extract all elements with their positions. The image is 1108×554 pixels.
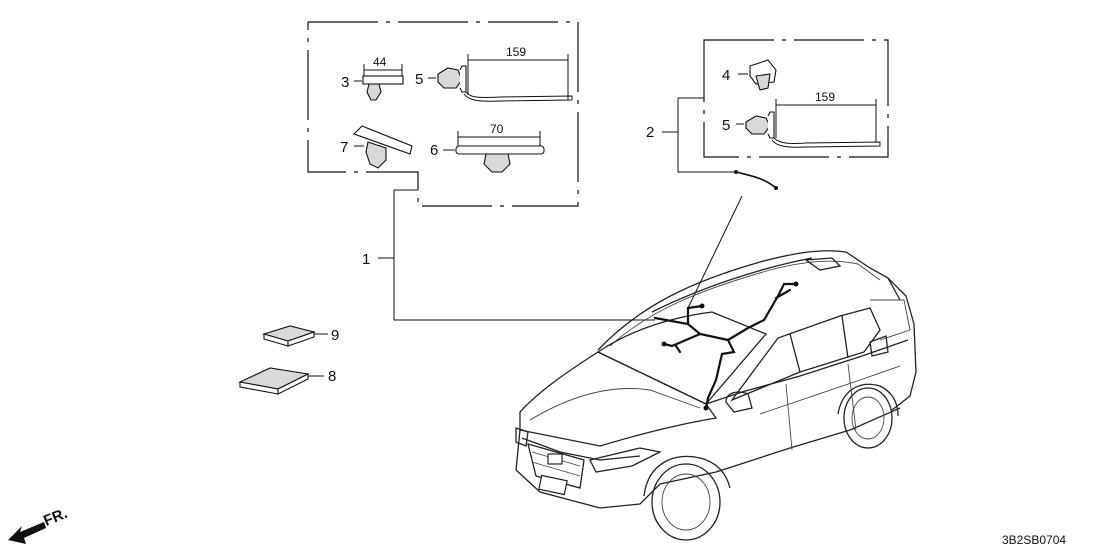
callout-3: 3 <box>341 74 349 91</box>
diagram-code: 3B2SB0704 <box>1002 533 1066 547</box>
part-4-connector <box>738 59 777 91</box>
callout-5-kit1: 5 <box>415 71 423 88</box>
leader-lines <box>378 97 778 321</box>
callout-7: 7 <box>340 139 348 156</box>
part-5-band-clip-2 <box>736 99 881 148</box>
part-9-pad <box>262 325 328 347</box>
part-3-clip <box>354 64 404 101</box>
callout-9: 9 <box>331 327 339 344</box>
dimension-44: 44 <box>373 55 387 69</box>
callout-2: 2 <box>646 124 654 141</box>
dimension-159-kit1: 159 <box>506 45 526 59</box>
callout-4: 4 <box>722 67 730 84</box>
part-6-clip <box>443 131 545 173</box>
part-5-band-clip <box>428 54 573 102</box>
callout-6: 6 <box>430 142 438 159</box>
front-direction-marker: FR. <box>8 505 70 544</box>
callout-5-kit2: 5 <box>722 117 730 134</box>
kit-box-1 <box>307 21 579 207</box>
vehicle-illustration <box>515 250 917 541</box>
callout-8: 8 <box>328 368 336 385</box>
front-arrow-icon <box>8 522 46 544</box>
kit-box-2 <box>703 39 889 158</box>
part-7-long-clip <box>352 125 413 169</box>
dimension-159-kit2: 159 <box>815 90 835 104</box>
part-8-pad <box>238 367 324 395</box>
dimension-70: 70 <box>490 122 504 136</box>
roof-wire-harness <box>653 281 799 411</box>
front-label: FR. <box>41 505 70 530</box>
callout-1: 1 <box>362 251 370 268</box>
